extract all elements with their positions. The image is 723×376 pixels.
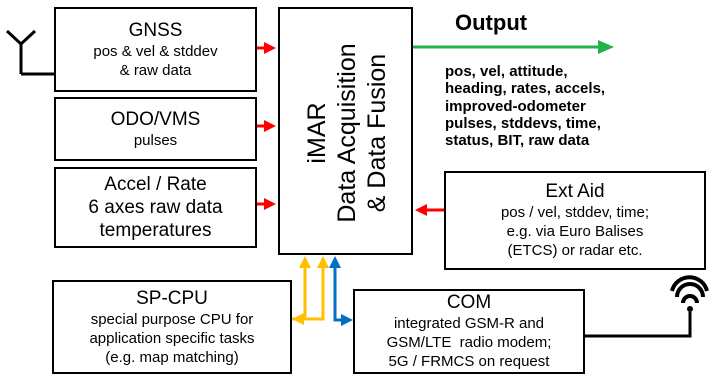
- accel-box: Accel / Rate 6 axes raw data temperature…: [54, 167, 257, 248]
- odo-subtitle: pulses: [133, 131, 178, 149]
- odo-box: ODO/VMS pulses: [54, 97, 257, 161]
- ext-aid-line-3: (ETCS) or radar etc.: [507, 242, 643, 259]
- ext-aid-box: Ext Aid pos / vel, stddev, time; e.g. vi…: [444, 171, 706, 270]
- accel-line-1: Accel / Rate: [104, 174, 207, 195]
- output-item: heading, rates, accels,: [445, 80, 606, 98]
- accel-line-2: 6 axes raw data: [88, 197, 223, 218]
- extaid-to-imar-arrow: [415, 204, 444, 216]
- accel-line-3: temperatures: [99, 220, 212, 241]
- output-item: pulses, stddevs, time,: [445, 114, 601, 132]
- sp-cpu-title: SP-CPU: [136, 287, 208, 309]
- gnss-to-imar-arrow: [257, 42, 276, 54]
- spcpu-imar-arrow: [292, 256, 329, 325]
- output-item: pos, vel, attitude,: [445, 63, 568, 80]
- gnss-line-2: & raw data: [119, 61, 192, 79]
- com-title: COM: [446, 292, 492, 313]
- output-item: status, BIT, raw data: [445, 132, 590, 150]
- com-imar-arrow: [329, 256, 353, 326]
- output-list: pos, vel, attitude, heading, rates, acce…: [445, 63, 605, 149]
- imar-box: iMAR Data Acquisition & Data Fusion: [278, 7, 413, 255]
- com-line-2: GSM/LTE radio modem;: [386, 334, 552, 351]
- ext-aid-title: Ext Aid: [545, 181, 605, 202]
- sp-cpu-line-1: special purpose CPU for: [90, 310, 254, 328]
- odo-title: ODO/VMS: [110, 108, 201, 130]
- odo-to-imar-arrow: [257, 120, 276, 132]
- com-line-3: 5G / FRMCS on request: [388, 353, 550, 370]
- imar-label: iMAR Data Acquisition & Data Fusion: [302, 9, 392, 257]
- ext-aid-line-2: e.g. via Euro Balises: [506, 223, 644, 240]
- imar-line-2: Data Acquisition: [333, 43, 361, 223]
- sp-cpu-line-2: application specific tasks: [89, 329, 255, 347]
- gnss-line-1: pos & vel & stddev: [93, 42, 218, 60]
- antenna-icon: [5, 29, 54, 76]
- com-box: COM integrated GSM-R and GSM/LTE radio m…: [353, 289, 585, 374]
- output-item: improved-odometer: [445, 97, 586, 115]
- gnss-box: GNSS pos & vel & stddev & raw data: [54, 7, 257, 92]
- wireless-signal-icon: [585, 275, 709, 338]
- com-line-1: integrated GSM-R and: [393, 315, 545, 332]
- output-arrow: [413, 40, 614, 54]
- gnss-title: GNSS: [128, 19, 183, 41]
- output-title: Output: [455, 10, 528, 35]
- sp-cpu-box: SP-CPU special purpose CPU for applicati…: [52, 280, 292, 374]
- imar-line-3: & Data Fusion: [363, 53, 391, 213]
- imar-line-1: iMAR: [303, 102, 331, 164]
- sp-cpu-line-3: (e.g. map matching): [105, 348, 239, 366]
- accel-to-imar-arrow: [257, 198, 276, 210]
- ext-aid-line-1: pos / vel, stddev, time;: [500, 204, 650, 221]
